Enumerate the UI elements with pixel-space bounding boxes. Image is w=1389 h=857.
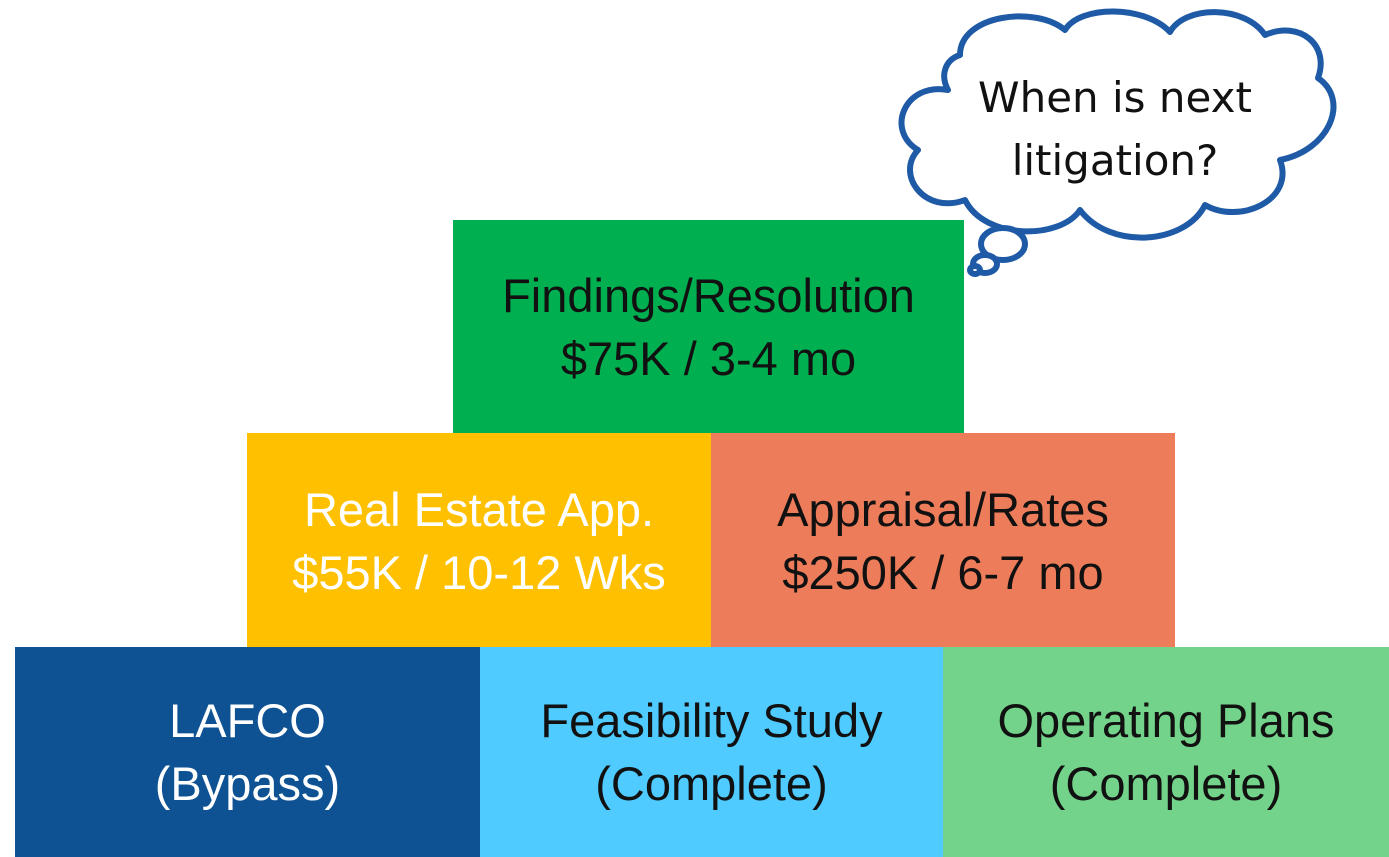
block-appraisal-detail: $250K / 6-7 mo — [782, 545, 1104, 599]
block-appraisal-rates: Appraisal/Rates $250K / 6-7 mo — [711, 433, 1175, 648]
thought-bubble-line2: litigation? — [1011, 136, 1219, 185]
block-findings-resolution: Findings/Resolution $75K / 3-4 mo — [453, 220, 964, 434]
thought-bubble-line1: When is next — [978, 73, 1252, 122]
block-appraisal-title: Appraisal/Rates — [777, 482, 1109, 536]
block-operating-plans: Operating Plans (Complete) — [943, 647, 1389, 857]
cloud-bubble-small — [967, 263, 983, 277]
block-operating-detail: (Complete) — [1049, 757, 1283, 810]
block-feasibility-title: Feasibility Study — [540, 694, 883, 747]
cloud-bubble-medium — [970, 252, 1000, 276]
block-feasibility-study: Feasibility Study (Complete) — [480, 647, 943, 857]
cloud-bubble-large — [978, 225, 1028, 263]
block-operating-title: Operating Plans — [997, 694, 1335, 747]
block-real-estate-title: Real Estate App. — [303, 482, 655, 536]
block-lafco-title: LAFCO — [169, 694, 326, 747]
block-lafco-detail: (Bypass) — [154, 757, 341, 810]
block-real-estate-app: Real Estate App. $55K / 10-12 Wks — [247, 433, 711, 648]
block-findings-detail: $75K / 3-4 mo — [560, 332, 857, 385]
block-findings-title: Findings/Resolution — [502, 269, 915, 322]
block-feasibility-detail: (Complete) — [595, 757, 828, 810]
block-lafco: LAFCO (Bypass) — [15, 647, 480, 857]
block-real-estate-detail: $55K / 10-12 Wks — [292, 545, 666, 599]
thought-bubble-text: When is next litigation? — [940, 66, 1290, 192]
